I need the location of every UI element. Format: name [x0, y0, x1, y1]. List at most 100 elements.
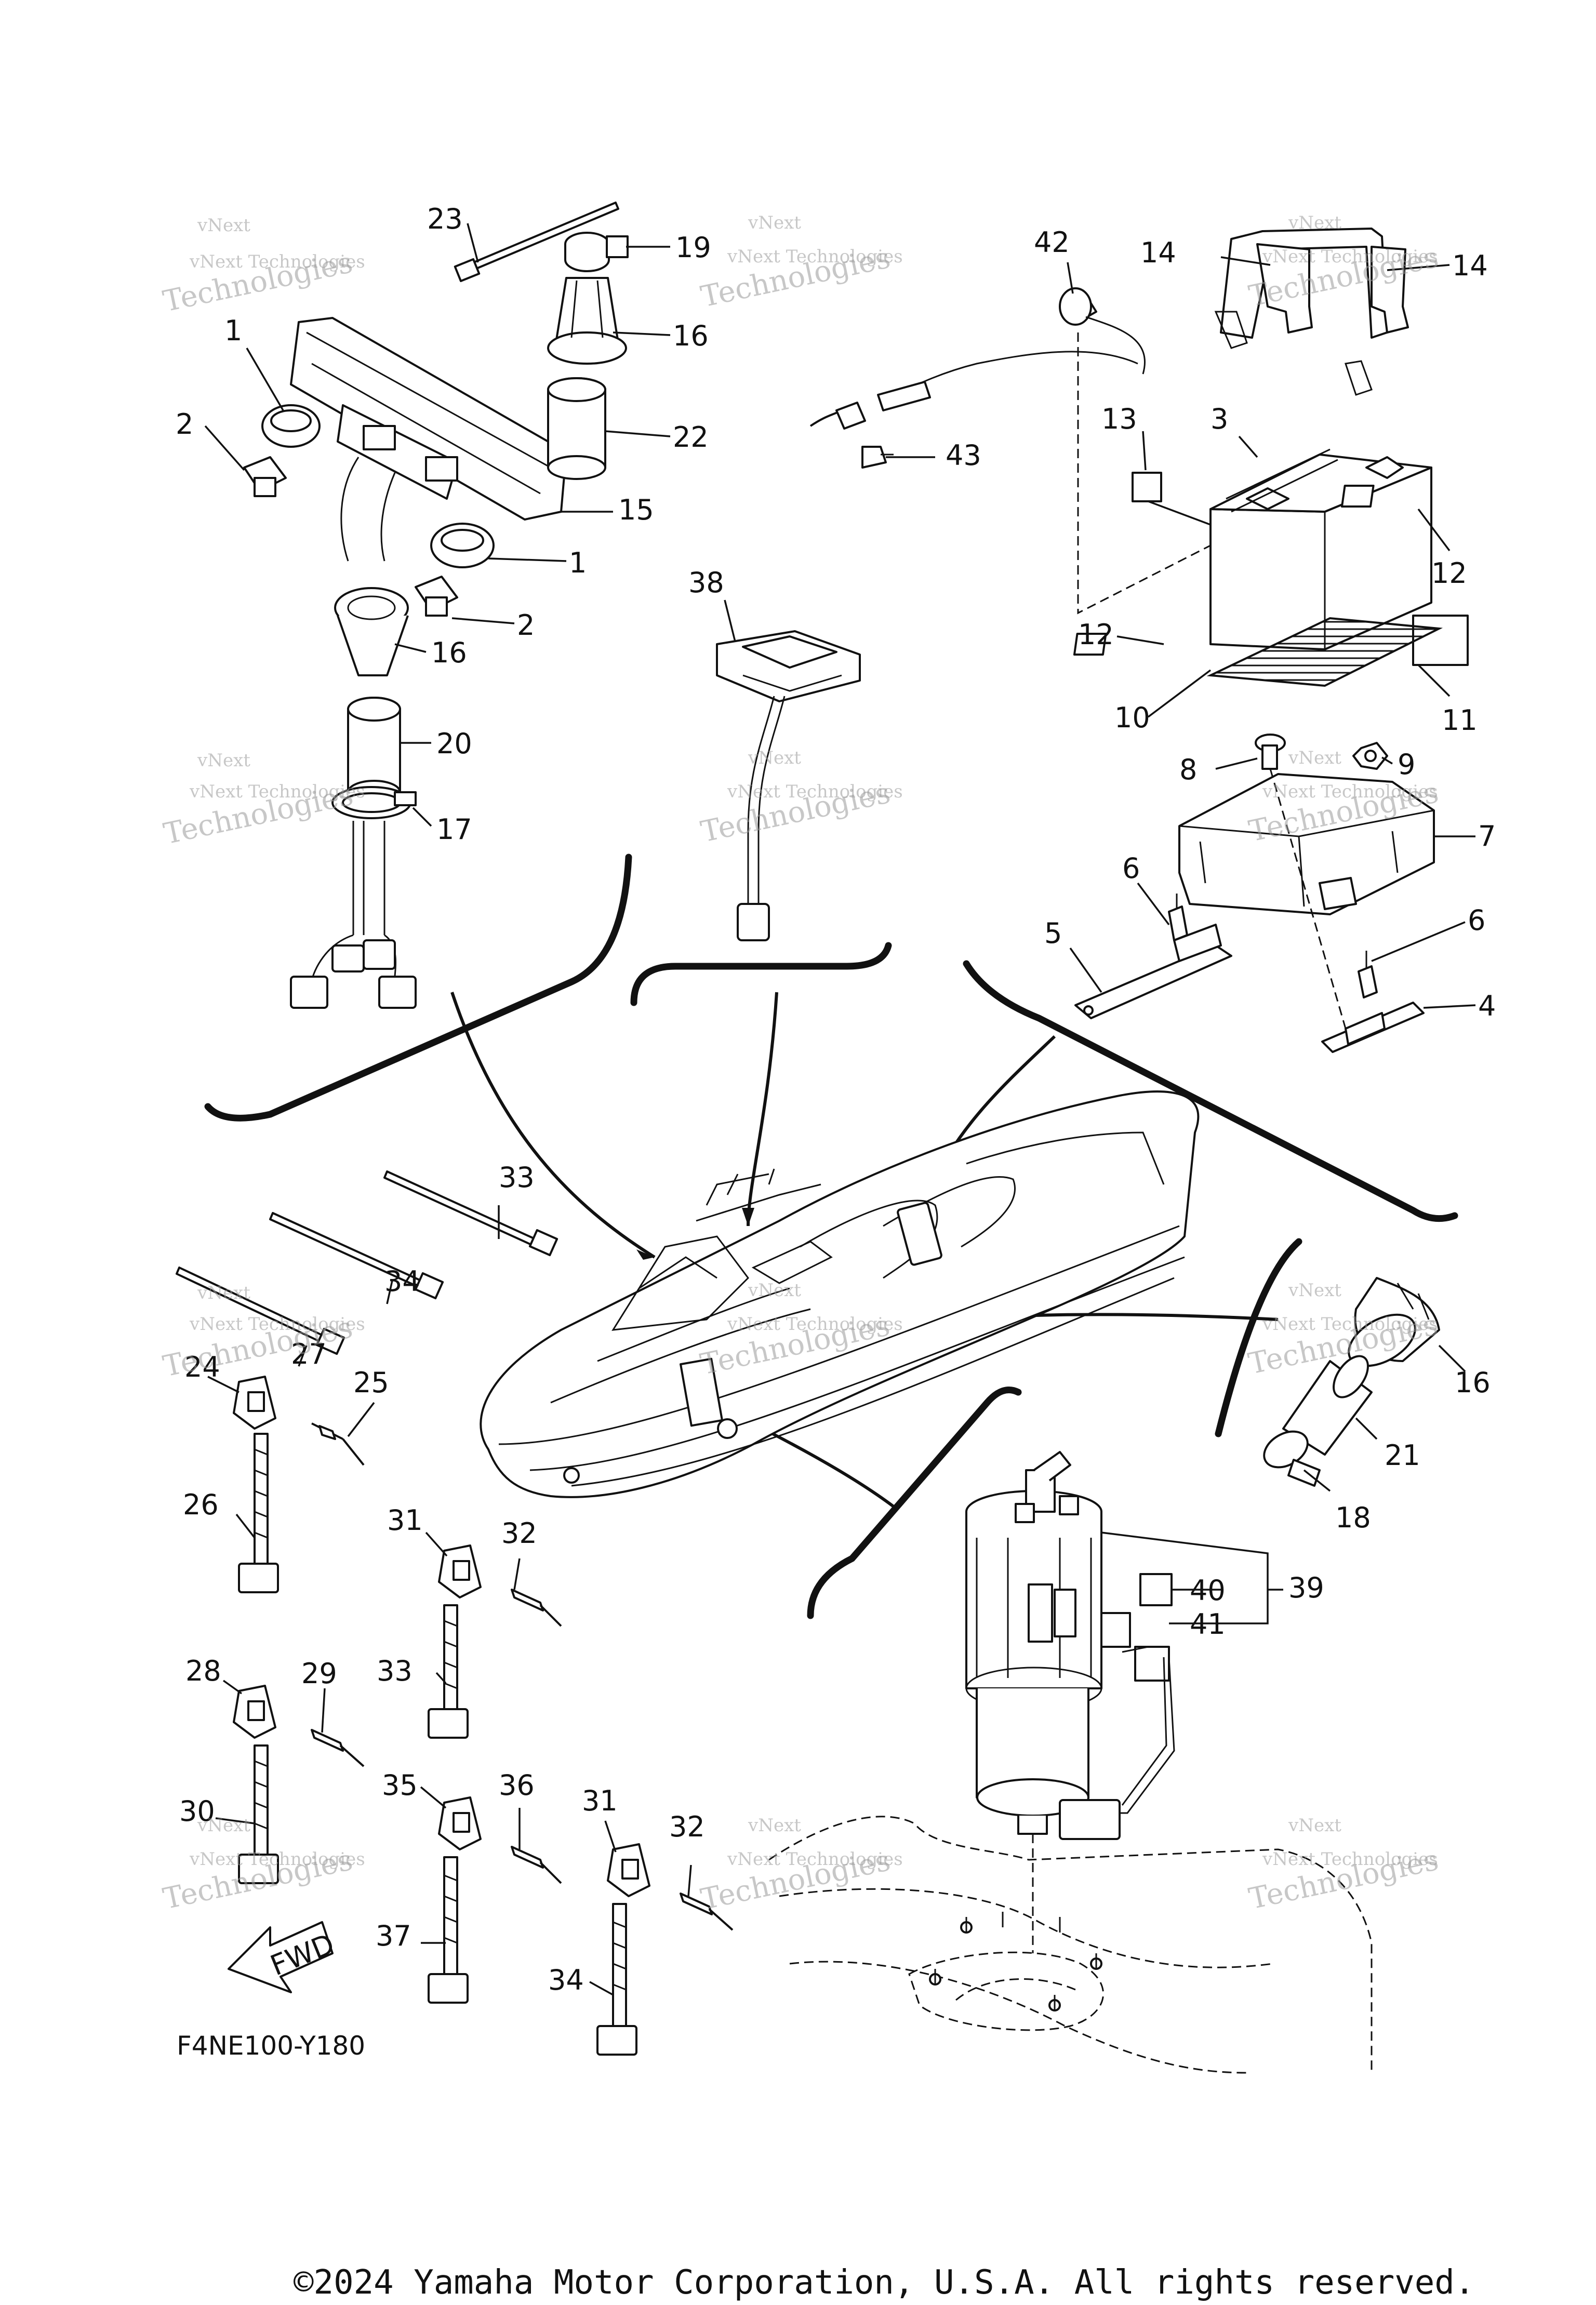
diagram-code: F4NE100-Y180 — [177, 2031, 365, 2061]
callout-30: 30 — [179, 1795, 215, 1828]
holder-35 — [438, 1796, 482, 1850]
fasteners-group — [176, 1170, 734, 2056]
grommet-lower — [430, 523, 495, 568]
rivet-32-upper — [511, 1589, 562, 1627]
callout-7: 7 — [1478, 820, 1496, 852]
callout-10: 10 — [1114, 701, 1150, 734]
holder-24 — [233, 1376, 276, 1430]
callout-1-upper: 1 — [224, 314, 242, 347]
tie-33-lower — [428, 1604, 469, 1739]
pad-12-upper — [1340, 485, 1375, 508]
svg-text:vNext Technologies: vNext Technologies — [1262, 781, 1438, 802]
callout-14-right: 14 — [1452, 249, 1488, 282]
holder-31-lower — [607, 1843, 650, 1897]
collar-lower — [415, 576, 458, 617]
callout-16-right: 16 — [1455, 1366, 1491, 1399]
fuel-pump-group — [965, 1451, 1175, 1953]
sleeve-21 — [1282, 1355, 1373, 1456]
svg-text:vNext: vNext — [748, 748, 801, 768]
callout-43: 43 — [946, 439, 981, 472]
callout-19: 19 — [675, 231, 711, 264]
callout-9: 9 — [1398, 748, 1415, 781]
callout-17: 17 — [436, 813, 472, 846]
svg-text:vNext Technologies: vNext Technologies — [1262, 246, 1438, 267]
callout-25: 25 — [353, 1366, 389, 1399]
watermark-top-center: vNext vNext Technologies Technologies — [698, 212, 902, 314]
callout-33-upper: 33 — [499, 1161, 535, 1194]
tie-26 — [238, 1433, 279, 1593]
leader-lines — [204, 223, 1476, 1996]
callout-34-lower: 34 — [548, 1964, 584, 1996]
callout-22: 22 — [673, 421, 709, 454]
callout-20: 20 — [436, 727, 472, 760]
cable-tie-34 — [269, 1212, 444, 1300]
callout-18: 18 — [1335, 1501, 1371, 1534]
grommet-upper — [261, 404, 321, 448]
cable-tie-23 — [454, 202, 619, 283]
callout-4: 4 — [1478, 990, 1496, 1022]
bracket-4 — [1321, 1002, 1425, 1053]
callout-38: 38 — [688, 566, 724, 599]
cap-19 — [564, 232, 629, 272]
bolt-8 — [1255, 734, 1286, 770]
pad-13 — [1132, 472, 1162, 502]
sleeve-22 — [547, 377, 606, 480]
svg-text:vNext: vNext — [197, 215, 250, 236]
callout-16-upper: 16 — [673, 319, 709, 352]
callout-31-lower: 31 — [582, 1784, 618, 1817]
meter-unit — [290, 317, 567, 562]
collar-upper — [243, 456, 287, 497]
svg-text:vNext: vNext — [1288, 1280, 1341, 1301]
rivet-29 — [311, 1729, 365, 1767]
nut-9 — [1352, 742, 1388, 770]
callout-32-upper: 32 — [501, 1517, 537, 1550]
svg-text:vNext Technologies: vNext Technologies — [189, 1849, 365, 1870]
svg-text:vNext: vNext — [197, 1283, 250, 1303]
callout-40: 40 — [1190, 1574, 1226, 1607]
callout-15: 15 — [618, 494, 654, 526]
callout-2-lower: 2 — [517, 609, 535, 642]
cable-tie-33 — [383, 1170, 558, 1257]
svg-text:vNext Technologies: vNext Technologies — [727, 1849, 903, 1870]
svg-text:vNext: vNext — [748, 212, 801, 233]
tie-34-lower — [596, 1903, 637, 2056]
watermark-bottom-left: vNext vNext Technologies Technologies — [160, 1815, 365, 1916]
forward-arrow-icon: FWD — [228, 1921, 339, 1993]
callout-2-upper: 2 — [176, 408, 193, 441]
callout-36: 36 — [499, 1769, 535, 1802]
guide-line-8 — [1269, 768, 1347, 1029]
svg-text:vNext: vNext — [197, 1815, 250, 1836]
callout-16-left: 16 — [431, 636, 467, 669]
callout-33-lower: 33 — [377, 1655, 413, 1687]
tie-37 — [428, 1856, 469, 2004]
svg-text:vNext Technologies: vNext Technologies — [727, 781, 903, 802]
battery-area-group — [1073, 228, 1469, 1053]
watercraft-outline — [480, 1090, 1200, 1498]
callout-14-left: 14 — [1140, 236, 1176, 269]
callout-26: 26 — [183, 1488, 219, 1521]
callout-12-lower: 12 — [1078, 618, 1114, 651]
callout-13: 13 — [1101, 403, 1137, 435]
svg-text:vNext Technologies: vNext Technologies — [727, 246, 903, 267]
callout-1-lower: 1 — [569, 547, 587, 579]
switch-38-group — [716, 630, 861, 941]
callout-11: 11 — [1442, 704, 1478, 737]
svg-text:vNext: vNext — [748, 1280, 801, 1301]
battery — [1209, 448, 1432, 650]
battery-box — [1178, 773, 1435, 915]
svg-text:vNext: vNext — [1288, 212, 1341, 233]
svg-text:vNext: vNext — [197, 750, 250, 771]
callout-labels: 1 1 2 2 3 4 5 6 6 7 8 9 10 11 12 12 13 1… — [176, 203, 1496, 1996]
callout-21: 21 — [1385, 1439, 1420, 1472]
fuel-tank-outline — [768, 1816, 1373, 2074]
callout-27: 27 — [291, 1338, 327, 1370]
battery-band — [1214, 228, 1409, 396]
copyright-notice: ©2024 Yamaha Motor Corporation, U.S.A. A… — [294, 2263, 1474, 2302]
watermark-mid-center: vNext vNext Technologies Technologies — [698, 748, 902, 849]
cap-18 — [1263, 1430, 1321, 1487]
svg-text:vNext Technologies: vNext Technologies — [1262, 1849, 1438, 1870]
callout-12-upper: 12 — [1431, 557, 1467, 590]
watermark-center-left: vNext vNext Technologies Technologies — [160, 1283, 365, 1383]
watermark-top-right: vNext vNext Technologies Technologies — [1246, 212, 1441, 313]
callout-6-left: 6 — [1122, 852, 1140, 885]
